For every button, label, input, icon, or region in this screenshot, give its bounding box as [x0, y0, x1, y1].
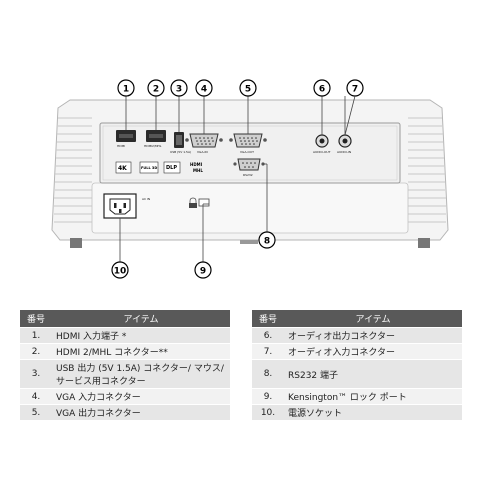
rs232-port: RS232	[233, 158, 265, 177]
legend-header-row: 番号 アイテム	[20, 310, 230, 328]
row-item: VGA 入力コネクター	[52, 388, 230, 405]
row-item: HDMI 2/MHL コネクター**	[52, 343, 230, 360]
callout-leaders	[119, 96, 346, 262]
header-num: 番号	[252, 310, 284, 328]
svg-text:10: 10	[114, 267, 127, 277]
row-item: Kensington™ ロック ポート	[284, 388, 462, 405]
row-num: 10.	[252, 404, 284, 421]
badge-dlp: DLP	[166, 165, 177, 171]
callout-5: 5	[239, 79, 257, 97]
legend-row: 1.HDMI 入力端子 *	[20, 327, 230, 344]
legend-header-row: 番号 アイテム	[252, 310, 462, 328]
badge-4k: 4K	[118, 165, 127, 172]
vga-in-port: VGA-IN	[185, 133, 223, 154]
right-foot	[418, 238, 430, 248]
row-item: HDMI 入力端子 *	[52, 327, 230, 344]
hdmi1-label: HDMI	[117, 144, 125, 148]
callout-1: 1	[117, 79, 135, 97]
callout-8: 8	[258, 231, 276, 249]
badge-hdmi: HDMI	[190, 162, 203, 167]
callout-6: 6	[313, 79, 331, 97]
row-item: RS232 端子	[284, 359, 462, 389]
row-num: 4.	[20, 388, 52, 405]
audio-in-label: AUDIO-IN	[337, 150, 351, 154]
legend-row: 10.電源ソケット	[252, 404, 462, 421]
audio-in-jack: AUDIO-IN	[337, 134, 352, 154]
legend-row: 6.オーディオ出力コネクター	[252, 327, 462, 344]
svg-text:9: 9	[200, 267, 206, 277]
usb-port: USB (5V 1.5A)	[170, 132, 191, 154]
row-item: 電源ソケット	[284, 404, 462, 421]
ac-in-label: AC IN	[142, 197, 150, 201]
usb-label: USB (5V 1.5A)	[170, 150, 191, 154]
badge-mhl: MHL	[193, 168, 203, 173]
callout-9: 9	[194, 261, 212, 279]
hdmi-port-1: HDMI	[116, 130, 136, 148]
row-num: 5.	[20, 404, 52, 421]
hdmi2-label: HDMI2/MHL	[144, 144, 162, 148]
row-num: 8.	[252, 359, 284, 389]
svg-text:1: 1	[123, 85, 129, 95]
row-num: 9.	[252, 388, 284, 405]
row-num: 6.	[252, 327, 284, 344]
callout-10: 10	[111, 261, 129, 279]
svg-text:5: 5	[245, 85, 251, 95]
legend-table-right: 番号 アイテム 6.オーディオ出力コネクター 7.オーディオ入力コネクター 8.…	[252, 310, 462, 421]
legend-row: 8.RS232 端子	[252, 359, 462, 389]
row-item: オーディオ出力コネクター	[284, 327, 462, 344]
legend-row: 7.オーディオ入力コネクター	[252, 343, 462, 360]
header-item: アイテム	[284, 310, 462, 328]
callout-leaders-horizontal	[203, 163, 267, 205]
row-item: VGA 出力コネクター	[52, 404, 230, 421]
legend-row: 2.HDMI 2/MHL コネクター**	[20, 343, 230, 360]
row-num: 2.	[20, 343, 52, 360]
callout-4: 4	[195, 79, 213, 97]
row-item: USB 出力 (5V 1.5A) コネクター/ マウス/サービス用コネクター	[52, 359, 230, 389]
row-num: 3.	[20, 359, 52, 389]
vga-in-label: VGA-IN	[197, 150, 208, 154]
callouts: 1 2 3 4 5 6 7 8 9 10	[111, 79, 364, 279]
badge-full3d: FULL 3D	[141, 166, 157, 170]
legend-table-left: 番号 アイテム 1.HDMI 入力端子 * 2.HDMI 2/MHL コネクター…	[20, 310, 230, 421]
legend-row: 5.VGA 出力コネクター	[20, 404, 230, 421]
row-num: 7.	[252, 343, 284, 360]
audio-out-label: AUDIO-OUT	[313, 150, 331, 154]
svg-text:8: 8	[264, 237, 270, 247]
callout-2: 2	[147, 79, 165, 97]
left-foot	[70, 238, 82, 248]
legend-row: 3.USB 出力 (5V 1.5A) コネクター/ マウス/サービス用コネクター	[20, 359, 230, 389]
rs232-label: RS232	[243, 173, 253, 177]
callout-3: 3	[170, 79, 188, 97]
svg-text:3: 3	[176, 85, 182, 95]
vga-out-port: VGA-OUT	[229, 133, 267, 154]
kensington-lock-icon	[189, 197, 210, 208]
header-item: アイテム	[52, 310, 230, 328]
vga-out-label: VGA-OUT	[240, 150, 254, 154]
svg-text:6: 6	[319, 85, 325, 95]
row-num: 1.	[20, 327, 52, 344]
logo-badges: 4K FULL 3D DLP HDMI MHL	[115, 161, 203, 174]
projector-rear-diagram: HDMI HDMI2/MHL USB (5V 1.5A) VGA-IN VGA-…	[51, 79, 449, 279]
ac-power-inlet: AC IN	[103, 193, 150, 219]
legend-row: 9.Kensington™ ロック ポート	[252, 388, 462, 405]
callout-7: 7	[346, 79, 364, 97]
svg-text:7: 7	[352, 85, 358, 95]
legend-row: 4.VGA 入力コネクター	[20, 388, 230, 405]
row-item: オーディオ入力コネクター	[284, 343, 462, 360]
header-num: 番号	[20, 310, 52, 328]
svg-text:2: 2	[153, 85, 159, 95]
svg-text:4: 4	[201, 85, 207, 95]
hdmi-port-2: HDMI2/MHL	[144, 130, 166, 148]
